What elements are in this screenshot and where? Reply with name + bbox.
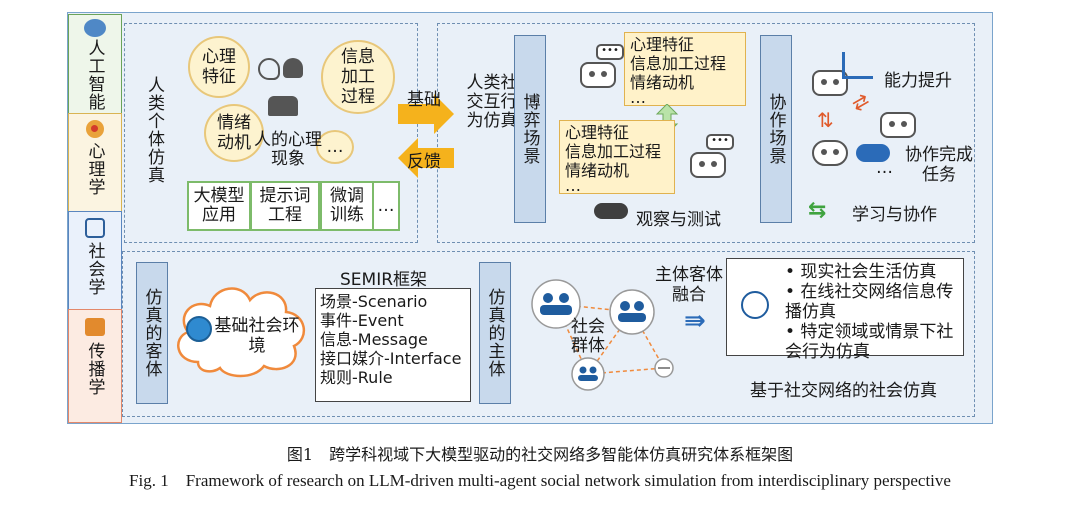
environment-label: 基础社会环境	[214, 316, 300, 356]
head-icon	[86, 120, 104, 138]
sidebar-item-label: 心理学	[84, 142, 105, 196]
more-bubble: …	[316, 130, 354, 164]
simulation-subject-pill: 仿真的主体	[479, 262, 511, 404]
more-box: …	[372, 181, 400, 231]
chat-bubble-icon: •••	[706, 134, 734, 150]
feedback-label: 反馈	[407, 152, 441, 172]
feedback-arrow	[398, 138, 454, 178]
dots-label: …	[876, 158, 893, 178]
section-label: 人类个体仿真	[144, 76, 164, 184]
interaction-simulation-panel	[437, 23, 975, 243]
ability-label: 能力提升	[884, 71, 952, 91]
emotion-bubble: 情绪动机	[204, 104, 264, 162]
network-icon	[85, 218, 105, 238]
flow-arrows	[398, 94, 454, 178]
robot-icon	[812, 140, 848, 166]
fine-tuning-box: 微调训练	[320, 181, 374, 231]
fusion-arrow-icon: ⇛	[684, 306, 706, 336]
binoculars-icon	[594, 203, 628, 219]
mental-phenomena-label: 人的心理现象	[254, 130, 322, 169]
caption-en: Fig. 1 Framework of research on LLM-driv…	[129, 471, 951, 490]
sidebar-item-psychology: 心理学	[68, 113, 122, 212]
social-simulation-panel	[122, 251, 975, 417]
social-sim-section-label: 基于社交网络的社会仿真	[750, 381, 937, 401]
shuffle-icon: ⇆	[808, 198, 827, 223]
sidebar-item-ai: 人工智能	[68, 14, 122, 114]
simulation-object-pill: 仿真的客体	[136, 262, 168, 404]
sidebar-item-label: 社会学	[84, 242, 105, 296]
globe-icon	[186, 316, 212, 342]
info-processing-bubble: 信息加工过程	[321, 40, 395, 114]
social-group-network	[531, 279, 674, 391]
agent-profile-card: 心理特征 信息加工过程 情绪动机 …	[559, 120, 675, 194]
group-node	[609, 289, 655, 335]
semir-framework-box: 场景-Scenario 事件-Event 信息-Message 接口媒介-Int…	[315, 288, 471, 402]
chat-bubble-icon: •••	[596, 44, 624, 60]
up-down-arrows-icon: ⇅	[817, 108, 834, 132]
agent-profile-card: 心理特征 信息加工过程 情绪动机 …	[624, 32, 746, 106]
game-scenario-pill: 博弈场景	[514, 35, 546, 223]
sidebar-item-sociology: 社会学	[68, 211, 122, 310]
people-icon	[268, 96, 298, 116]
simulation-results-box: • 现实社会生活仿真 • 在线社交网络信息传播仿真 • 特定领域或情景下社会行为…	[726, 258, 964, 362]
network-hub-icon	[741, 291, 769, 319]
task-label: 协作完成任务	[905, 145, 973, 185]
head-gear-icon	[258, 58, 280, 80]
fusion-label: 主体客体融合	[655, 265, 723, 305]
psych-trait-bubble: 心理特征	[188, 36, 250, 98]
sidebar-item-label: 传播学	[84, 342, 105, 396]
framework-title: SEMIR框架	[340, 270, 428, 290]
foundation-label: 基础	[407, 90, 441, 110]
brain-icon	[84, 19, 106, 37]
handshake-icon	[856, 144, 890, 162]
growth-chart-icon	[842, 52, 873, 79]
robot-icon	[690, 152, 726, 178]
robot-icon	[580, 62, 616, 88]
robot-icon	[880, 112, 916, 138]
forward-arrow	[398, 94, 454, 134]
learn-collab-label: 学习与协作	[852, 205, 937, 225]
cloud-shape	[177, 287, 306, 378]
group-node	[571, 357, 605, 391]
sidebar-item-label: 人工智能	[84, 39, 105, 111]
group-node	[531, 279, 581, 329]
person-icon	[283, 58, 303, 78]
llm-app-box: 大模型应用	[187, 181, 251, 231]
robot-icon	[812, 70, 848, 96]
social-group-label: 社会群体	[571, 317, 605, 356]
collab-scenario-pill: 协作场景	[760, 35, 792, 223]
interaction-section-label: 人类社交互行为仿真	[466, 73, 518, 131]
media-icon	[85, 318, 105, 336]
prompt-engineering-box: 提示词工程	[250, 181, 320, 231]
observe-test-label: 观察与测试	[636, 210, 721, 230]
sidebar-item-communication: 传播学	[68, 309, 122, 423]
individual-simulation-panel	[124, 23, 418, 243]
caption-cn: 图1 跨学科视域下大模型驱动的社交网络多智能体仿真研究体系框架图	[286, 445, 794, 464]
